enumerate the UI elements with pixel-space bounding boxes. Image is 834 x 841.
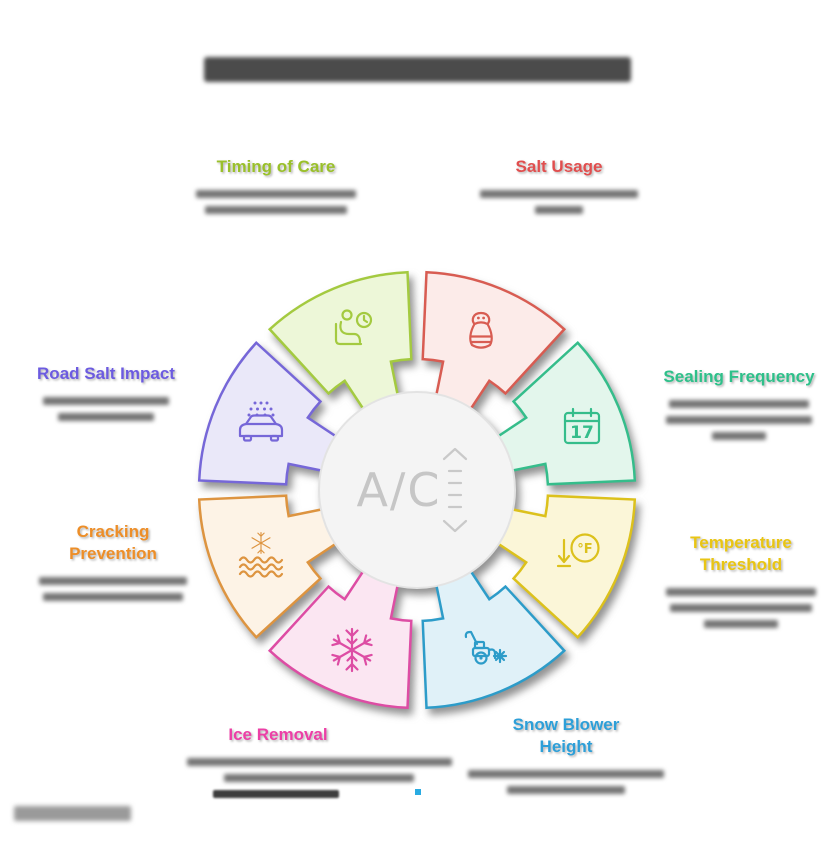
- section-title: Snow Blower Height: [512, 715, 620, 757]
- section-sealing-frequency: Sealing Frequency: [655, 366, 823, 448]
- wheel-segments: [197, 270, 637, 710]
- section-title: Ice Removal: [228, 725, 328, 744]
- redacted-text-line: [666, 416, 812, 425]
- redacted-text-line: [712, 432, 766, 441]
- page-title-redacted: [204, 57, 631, 82]
- redacted-text-line: [480, 190, 638, 199]
- segment-road-salt-impact: [197, 340, 343, 486]
- section-title: Temperature Threshold: [690, 533, 792, 575]
- redacted-text-line: [666, 588, 816, 597]
- temperature-unit: °F: [577, 542, 592, 557]
- snow-blower-icon: [464, 630, 508, 665]
- redacted-text-line: [507, 786, 625, 795]
- redacted-text-line: [58, 413, 154, 422]
- section-temperature-threshold: Temperature Threshold: [658, 532, 824, 636]
- watermark-redacted: [14, 806, 131, 821]
- section-title: Road Salt Impact: [37, 364, 175, 383]
- redacted-text-line: [670, 604, 812, 613]
- redacted-text-line: [39, 577, 187, 586]
- redacted-text-line: [704, 620, 778, 629]
- waiting-clock-icon: [334, 309, 373, 346]
- section-title: Timing of Care: [216, 157, 336, 176]
- segment-ice-removal: [267, 564, 413, 710]
- section-title: Cracking Prevention: [69, 522, 157, 564]
- section-timing-of-care: Timing of Care: [193, 156, 359, 222]
- redacted-text-line: [43, 397, 169, 406]
- calendar-day: 17: [570, 423, 594, 443]
- segment-sealing-frequency: [491, 340, 637, 486]
- redacted-text-line: [224, 774, 414, 783]
- vertical-adjuster-icon: [442, 447, 468, 533]
- segment-snow-blower-height: [421, 564, 567, 710]
- redacted-text-line: [205, 206, 347, 215]
- section-cracking-prevention: Cracking Prevention: [35, 521, 191, 609]
- salt-shaker-icon: [469, 311, 493, 349]
- section-snow-blower-height: Snow Blower Height: [468, 714, 664, 802]
- fahrenheit-drop-icon: °F: [556, 533, 600, 568]
- center-circle: [318, 391, 516, 589]
- footer-dot: [415, 789, 421, 795]
- car-salt-icon: [238, 401, 284, 442]
- redacted-text-line: [535, 206, 583, 215]
- section-salt-usage: Salt Usage: [474, 156, 644, 222]
- redacted-text-line: [468, 770, 664, 779]
- section-road-salt-impact: Road Salt Impact: [20, 363, 192, 429]
- segment-salt-usage: [421, 270, 567, 416]
- redacted-text-line: [669, 400, 809, 409]
- redacted-text-line: [186, 758, 452, 767]
- section-title: Sealing Frequency: [663, 367, 815, 386]
- section-title: Salt Usage: [515, 157, 603, 176]
- calendar-icon: 17: [563, 407, 601, 445]
- segment-timing-of-care: [267, 270, 413, 416]
- redacted-text-line: [213, 790, 339, 799]
- redacted-text-line: [43, 593, 183, 602]
- redacted-text-line: [196, 190, 356, 199]
- section-ice-removal: Ice Removal: [183, 724, 455, 799]
- frost-waves-icon: [238, 532, 284, 578]
- center-label: A/C: [356, 463, 441, 517]
- snowflake-icon: [331, 627, 373, 673]
